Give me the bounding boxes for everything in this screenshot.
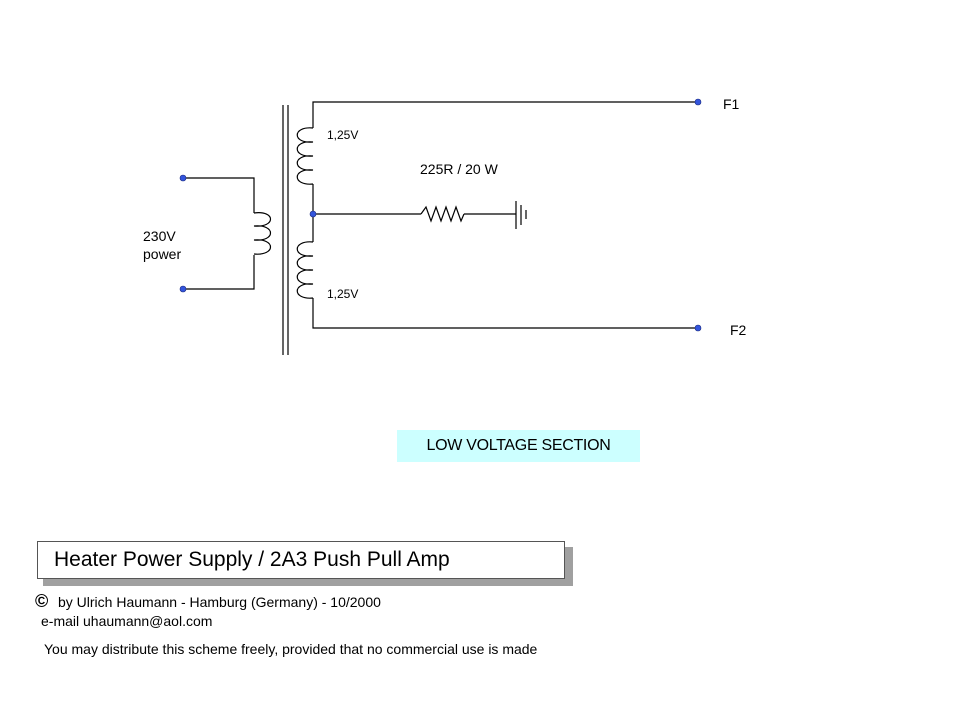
f1-label: F1 — [723, 96, 740, 112]
center-tap-junction — [309, 210, 317, 218]
diagram-title: Heater Power Supply / 2A3 Push Pull Amp — [54, 548, 450, 571]
primary-terminal-top — [179, 174, 187, 182]
primary-voltage-label: 230V — [143, 228, 176, 244]
low-voltage-section-label: LOW VOLTAGE SECTION — [397, 430, 640, 462]
primary-coil — [253, 212, 272, 255]
upper-winding-voltage-label: 1,25V — [327, 128, 359, 142]
secondary-wire-top — [312, 101, 698, 128]
f2-label: F2 — [730, 322, 747, 338]
primary-wire-bottom — [183, 255, 255, 290]
author-email: e-mail uhaumann@aol.com — [41, 613, 213, 629]
primary-wire-top — [183, 177, 255, 213]
secondary-wire-bottom — [312, 298, 698, 329]
f2-terminal — [694, 324, 702, 332]
resistor-label: 225R / 20 W — [420, 161, 498, 177]
resistor-zigzag — [420, 205, 465, 223]
title-box: Heater Power Supply / 2A3 Push Pull Amp — [37, 541, 565, 579]
license-note: You may distribute this scheme freely, p… — [44, 641, 538, 657]
author-credit: by Ulrich Haumann - Hamburg (Germany) - … — [58, 594, 381, 610]
primary-terminal-bottom — [179, 285, 187, 293]
lower-winding-voltage-label: 1,25V — [327, 287, 359, 301]
primary-power-label: power — [143, 246, 182, 262]
lower-secondary-coil — [296, 241, 314, 299]
upper-secondary-coil — [296, 127, 314, 185]
f1-terminal — [694, 98, 702, 106]
copyright-icon: © — [35, 591, 49, 611]
